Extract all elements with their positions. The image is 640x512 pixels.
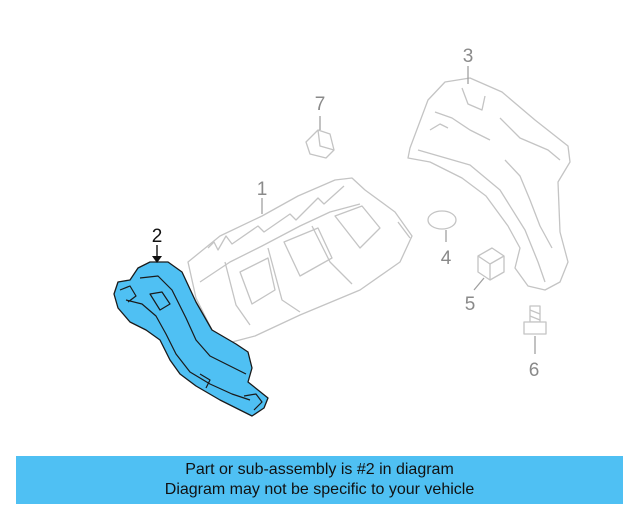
leader-5	[473, 277, 485, 291]
part-5-nut	[477, 247, 505, 281]
part-2-splash-shield	[113, 261, 269, 417]
caption-line-1: Part or sub-assembly is #2 in diagram	[185, 461, 454, 478]
parts-diagram: 1 2 3 4 5 6 7	[113, 46, 571, 417]
part-1-cover-panel	[187, 177, 413, 343]
callout-3: 3	[463, 46, 474, 67]
callout-7: 7	[315, 94, 326, 115]
callout-5: 5	[465, 294, 476, 315]
part-3-bracket	[407, 77, 571, 291]
part-4-plug	[427, 210, 457, 230]
callout-1: 1	[257, 179, 268, 200]
caption-line-2: Diagram may not be specific to your vehi…	[164, 481, 475, 498]
caption-banner: Part or sub-assembly is #2 in diagram Di…	[16, 456, 623, 504]
part-6-bolt	[523, 305, 547, 335]
callout-2: 2	[152, 226, 163, 247]
callout-6: 6	[529, 360, 540, 381]
leader-2-arrowhead	[152, 256, 162, 263]
callout-4: 4	[441, 248, 452, 269]
part-7-clip	[305, 129, 335, 159]
